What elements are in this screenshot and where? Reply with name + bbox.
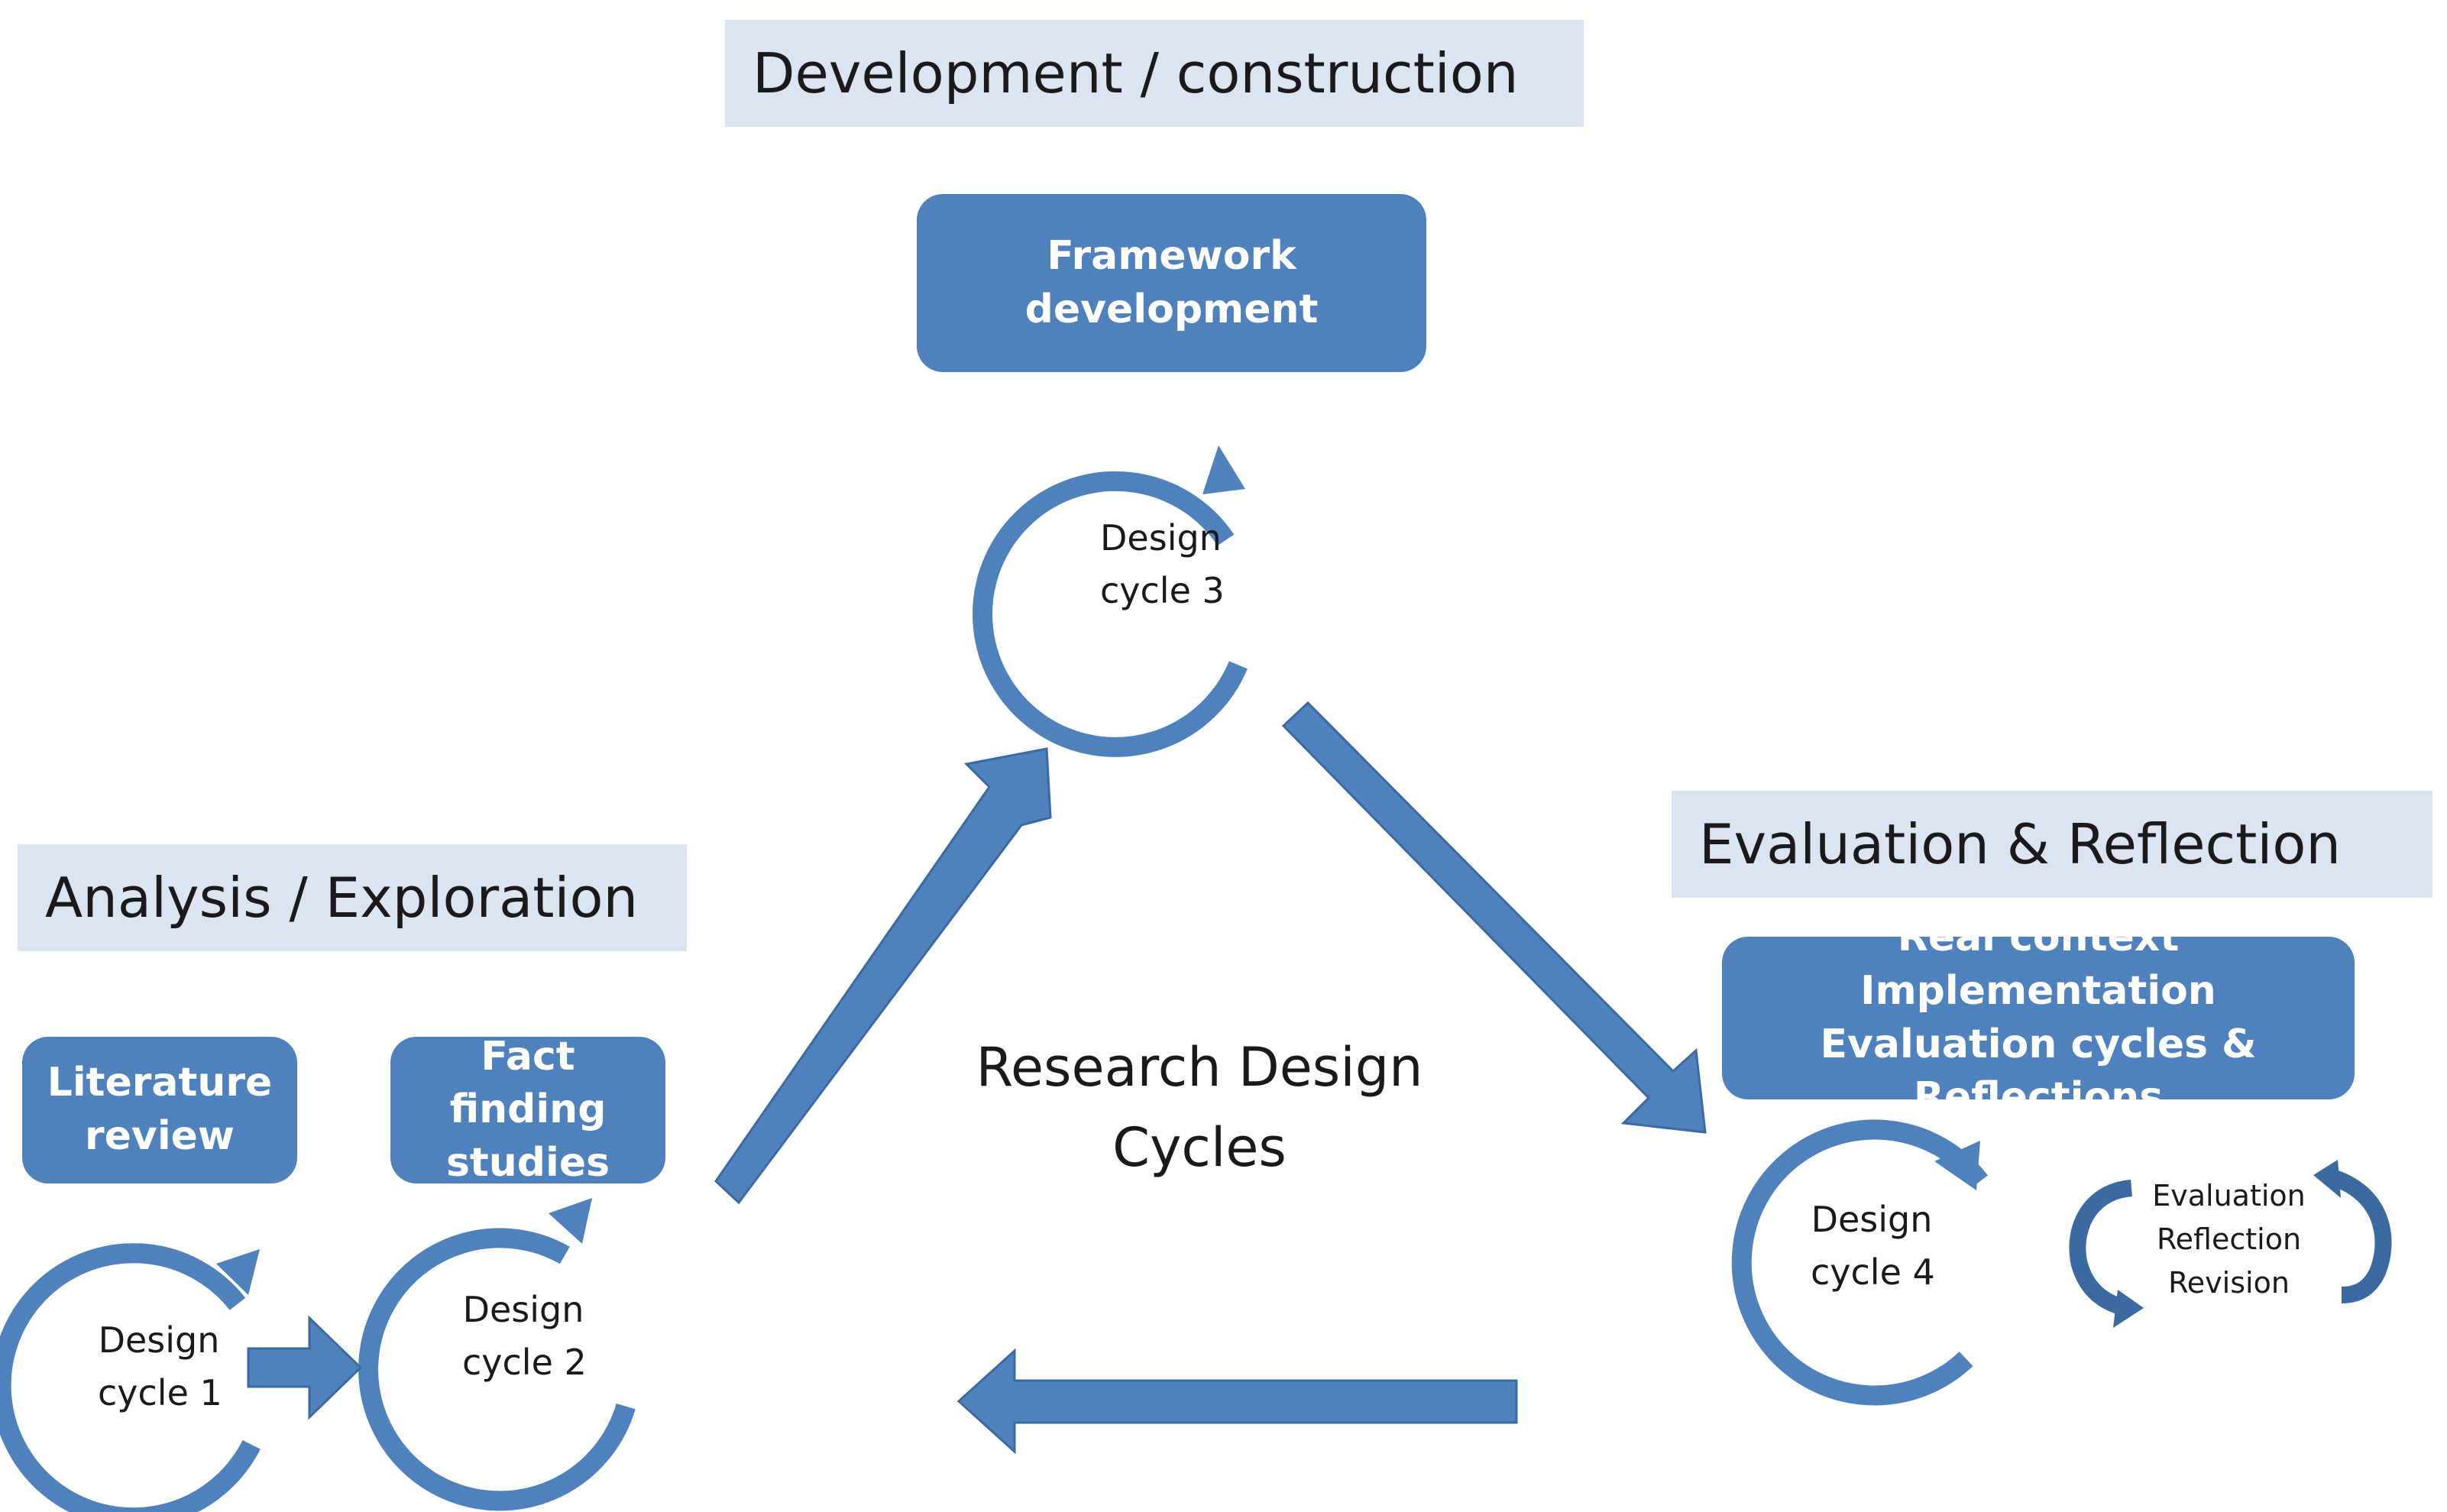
literature-review-box: Literature review [22,1037,297,1183]
loop-evaluation-text: Evaluation [2152,1179,2306,1213]
center-title-line-1: Research Design [976,1036,1423,1099]
arrow-cycle1-to-cycle2 [247,1315,363,1420]
design-cycle-4-line-2: cycle 4 [1811,1251,1935,1293]
design-cycle-2-label: Design cycle 2 [462,1284,587,1389]
arrow-evaluation-to-analysis [956,1348,1518,1455]
loop-revision-text: Revision [2168,1266,2290,1300]
evaluation-loop-icon [2069,1160,2392,1328]
design-cycle-2-line-2: cycle 2 [462,1342,587,1383]
phase-label-evaluation: Evaluation & Reflection [1672,791,2432,898]
literature-line-1: Literature [47,1060,273,1106]
framework-line-2: development [1024,286,1319,332]
phase-label-analysis: Analysis / Exploration [18,844,687,951]
real-context-line-3: Reflections [1913,1074,2164,1121]
design-cycle-3-line-2: cycle 3 [1100,570,1225,611]
design-cycle-4-line-1: Design [1811,1199,1933,1240]
design-cycle-2-arc [358,1198,636,1511]
phase-label-development: Development / construction [725,20,1584,127]
evaluation-loop-labels: Evaluation Reflection Revision [2139,1174,2319,1305]
design-cycle-4-label: Design cycle 4 [1811,1193,1935,1299]
design-cycle-2-line-1: Design [462,1289,584,1330]
literature-line-2: review [85,1113,235,1159]
design-cycle-1-line-1: Design [98,1319,220,1361]
real-context-implementation-box: Real context Implementation Evaluation c… [1722,915,2355,1120]
fact-finding-line-1: Fact finding [449,1033,607,1133]
research-design-cycles-title: Research Design Cycles [932,1028,1467,1188]
real-context-line-1: Real context Implementation [1860,915,2216,1014]
design-cycle-1-arc [0,1243,261,1512]
arrow-analysis-to-development [714,747,1052,1205]
design-cycle-4-arc [1731,1119,1988,1406]
fact-finding-line-2: studies [445,1139,610,1186]
design-cycle-1-line-2: cycle 1 [98,1372,222,1413]
framework-development-box: Framework development [917,194,1426,372]
loop-reflection-text: Reflection [2156,1222,2302,1256]
design-cycle-1-label: Design cycle 1 [98,1314,222,1420]
real-context-line-2: Evaluation cycles & [1820,1021,2257,1067]
design-cycle-3-arc [973,445,1248,757]
center-title-line-2: Cycles [1112,1116,1287,1179]
design-cycle-3-line-1: Design [1100,517,1222,559]
arrow-development-to-evaluation [1281,701,1707,1134]
fact-finding-studies-box: Fact finding studies [390,1034,665,1186]
framework-line-1: Framework [1047,232,1296,279]
design-cycle-3-label: Design cycle 3 [1100,512,1225,617]
